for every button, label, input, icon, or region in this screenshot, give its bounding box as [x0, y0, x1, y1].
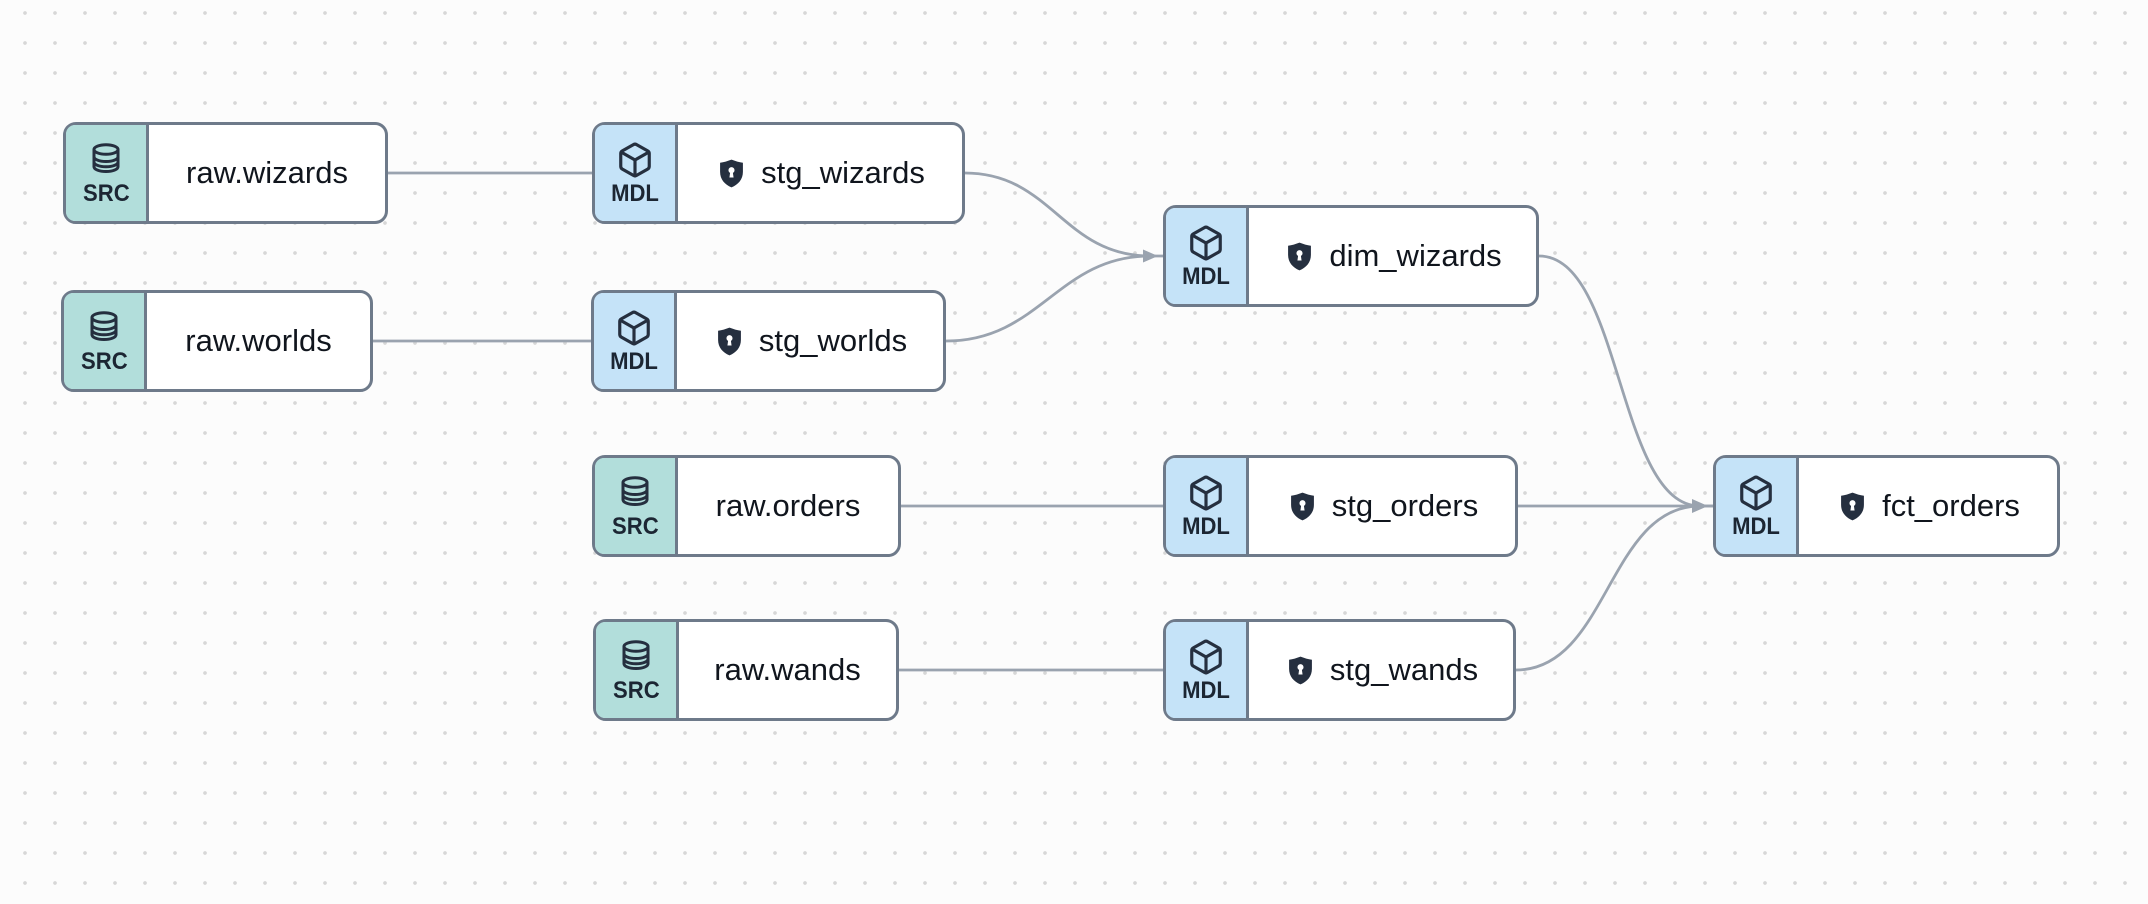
cube-icon [1190, 475, 1222, 510]
node-body: raw.wands [679, 622, 896, 718]
edge-arrowhead-dim-wizards [1143, 249, 1158, 263]
node-body: stg_wands [1249, 622, 1513, 718]
shield-lock-icon [1841, 492, 1864, 520]
node-label: raw.worlds [185, 323, 332, 358]
node-body: raw.wizards [149, 125, 385, 221]
source-type-badge: SRC [64, 293, 147, 389]
source-type-badge: SRC [595, 458, 678, 554]
node-label: raw.wands [714, 652, 861, 687]
badge-label: MDL [610, 347, 658, 375]
shield-lock-icon [1290, 492, 1314, 520]
edge-dim-wizards-fct-orders [1538, 254, 1713, 508]
badge-label: MDL [611, 179, 659, 207]
node-body: raw.worlds [147, 293, 370, 389]
node-raw-wands[interactable]: SRC raw.wands [593, 619, 899, 721]
node-label: raw.orders [715, 488, 861, 523]
database-icon [622, 639, 650, 670]
edge-arrowhead-fct-orders [1692, 499, 1708, 513]
node-body: dim_wizards [1249, 208, 1536, 304]
node-label: stg_wizards [761, 155, 925, 190]
shield-lock-icon [1288, 242, 1312, 270]
shield-lock-icon [717, 327, 741, 355]
node-body: stg_worlds [677, 293, 943, 389]
cube-icon [619, 142, 651, 177]
node-label: stg_worlds [758, 323, 908, 358]
model-type-badge: MDL [1166, 208, 1249, 304]
node-label: fct_orders [1882, 488, 2020, 523]
shield-lock-icon [1288, 656, 1312, 684]
cube-icon [1190, 225, 1222, 260]
cube-icon [1190, 639, 1222, 674]
node-label: stg_wands [1329, 652, 1479, 687]
badge-label: MDL [1732, 512, 1780, 540]
node-raw-worlds[interactable]: SRC raw.worlds [61, 290, 373, 392]
node-label: dim_wizards [1329, 238, 1502, 273]
model-type-badge: MDL [1716, 458, 1799, 554]
model-type-badge: MDL [594, 293, 677, 389]
node-body: stg_wizards [678, 125, 962, 221]
database-icon [621, 475, 649, 506]
badge-label: MDL [1182, 676, 1230, 704]
model-type-badge: MDL [595, 125, 678, 221]
badge-label: SRC [82, 179, 130, 207]
edge-stg-wands-fct-orders [1515, 504, 1701, 672]
database-icon [92, 142, 120, 173]
node-body: raw.orders [678, 458, 898, 554]
node-label: raw.wizards [186, 155, 348, 190]
node-raw-orders[interactable]: SRC raw.orders [592, 455, 901, 557]
edge-stg-worlds-dim-wizards [945, 254, 1151, 343]
node-stg-worlds[interactable]: MDL stg_worlds [591, 290, 946, 392]
database-icon [90, 310, 118, 341]
badge-label: SRC [612, 676, 660, 704]
shield-lock-icon [720, 159, 744, 187]
node-stg-wizards[interactable]: MDL stg_wizards [592, 122, 965, 224]
model-type-badge: MDL [1166, 458, 1249, 554]
node-fct-orders[interactable]: MDL fct_orders [1713, 455, 2060, 557]
node-body: fct_orders [1799, 458, 2057, 554]
edge-stg-wizards-dim-wizards [964, 171, 1163, 258]
source-type-badge: SRC [596, 622, 679, 718]
node-stg-orders[interactable]: MDL stg_orders [1163, 455, 1518, 557]
model-type-badge: MDL [1166, 622, 1249, 718]
badge-label: SRC [611, 512, 659, 540]
node-label: stg_orders [1331, 488, 1479, 523]
cube-icon [618, 310, 650, 345]
node-body: stg_orders [1249, 458, 1515, 554]
node-raw-wizards[interactable]: SRC raw.wizards [63, 122, 388, 224]
badge-label: SRC [80, 347, 128, 375]
cube-icon [1740, 475, 1772, 510]
badge-label: MDL [1182, 262, 1230, 290]
node-stg-wands[interactable]: MDL stg_wands [1163, 619, 1516, 721]
badge-label: MDL [1182, 512, 1230, 540]
node-dim-wizards[interactable]: MDL dim_wizards [1163, 205, 1539, 307]
source-type-badge: SRC [66, 125, 149, 221]
